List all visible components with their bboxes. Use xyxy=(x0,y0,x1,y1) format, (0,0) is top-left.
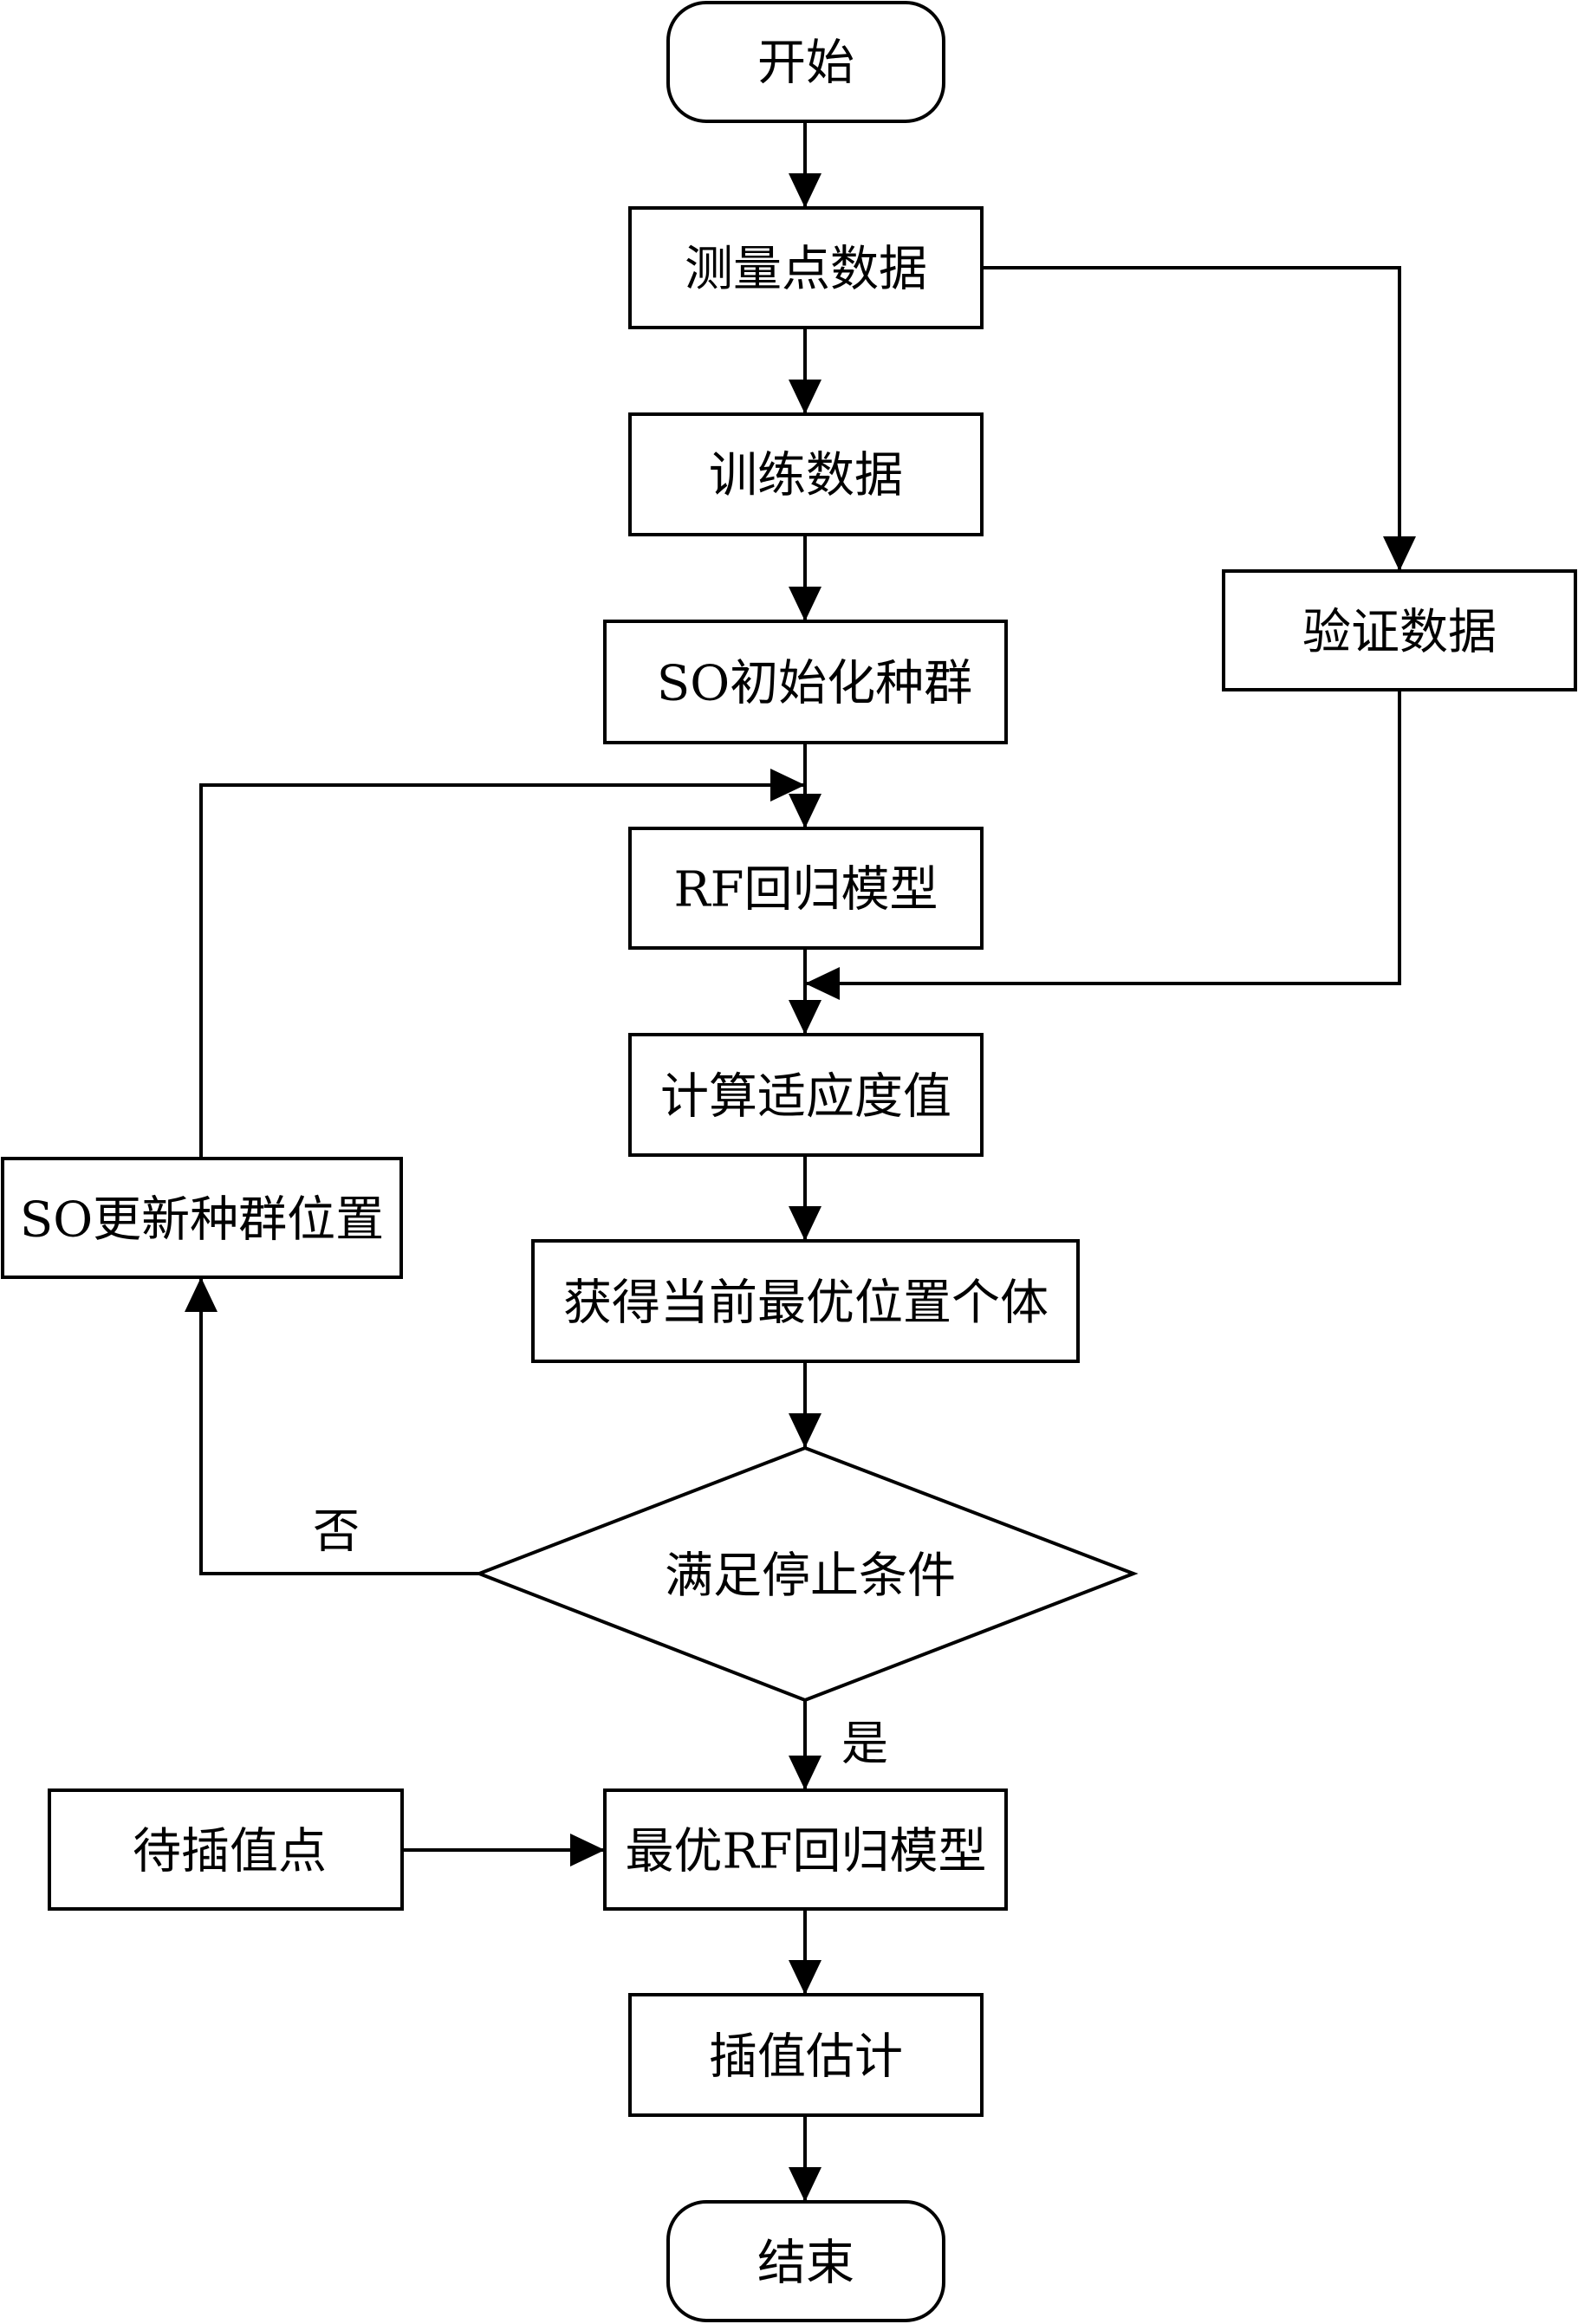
arrowhead-end xyxy=(789,2167,821,2202)
arrowhead-interp xyxy=(570,1834,605,1866)
arrowhead-bestrf xyxy=(789,1756,821,1790)
arrowheads xyxy=(185,173,1416,2202)
node-rf-label: RF回归模型 xyxy=(673,862,938,919)
node-stop-label: 满足停止条件 xyxy=(665,1548,956,1605)
arrowhead-validate xyxy=(1383,536,1416,571)
node-end: 结束 xyxy=(666,2200,945,2322)
arrowhead-bestpos xyxy=(789,1206,821,1241)
node-to-interp-label: 待插值点 xyxy=(133,1824,327,1880)
node-train-label: 训练数据 xyxy=(709,448,903,504)
node-best-pos-label: 获得当前最优位置个体 xyxy=(563,1276,1049,1332)
node-estimate-label: 插值估计 xyxy=(709,2029,903,2086)
edge-label-yes: 是 xyxy=(841,1717,888,1771)
edge-validate-fitness xyxy=(805,690,1401,985)
node-best-rf: 最优RF回归模型 xyxy=(603,1788,1008,1911)
node-so-init-label: SO初始化种群 xyxy=(657,656,972,712)
edge-stop-soupdate xyxy=(199,1277,479,1575)
arrowhead-validate-join xyxy=(805,967,840,1000)
arrowhead-loop-into-rf xyxy=(770,769,805,802)
arrowhead-measure xyxy=(789,173,821,208)
node-so-init: SO初始化种群 xyxy=(603,620,1008,744)
node-validate-label: 验证数据 xyxy=(1302,605,1497,661)
node-so-update-label: SO更新种群位置 xyxy=(20,1192,384,1249)
node-so-update: SO更新种群位置 xyxy=(1,1157,403,1279)
arrowhead-stop xyxy=(789,1413,821,1448)
node-best-rf-label: 最优RF回归模型 xyxy=(625,1824,986,1880)
arrowhead-fitness xyxy=(789,1000,821,1035)
node-stop: 满足停止条件 xyxy=(474,1445,1139,1703)
node-measure-label: 测量点数据 xyxy=(685,242,927,298)
node-start-label: 开始 xyxy=(757,36,854,92)
edge-label-no: 否 xyxy=(313,1504,360,1559)
node-start: 开始 xyxy=(666,1,945,123)
node-fitness-label: 计算适应度值 xyxy=(660,1069,951,1126)
node-end-label: 结束 xyxy=(757,2236,854,2292)
node-fitness: 计算适应度值 xyxy=(628,1033,984,1157)
node-to-interp: 待插值点 xyxy=(48,1788,404,1911)
node-rf: RF回归模型 xyxy=(628,827,984,950)
arrowhead-soinit xyxy=(789,587,821,621)
arrowhead-train xyxy=(789,380,821,414)
arrowhead-estimate xyxy=(789,1960,821,1995)
node-measure: 测量点数据 xyxy=(628,206,984,329)
edge-soupdate-rf xyxy=(199,783,805,1159)
node-validate: 验证数据 xyxy=(1222,569,1577,691)
edge-measure-validate xyxy=(982,266,1401,571)
node-estimate: 插值估计 xyxy=(628,1993,984,2117)
node-train: 训练数据 xyxy=(628,412,984,536)
node-best-pos: 获得当前最优位置个体 xyxy=(531,1239,1080,1363)
arrowhead-rf xyxy=(789,794,821,828)
arrowhead-soupdate xyxy=(185,1277,218,1312)
